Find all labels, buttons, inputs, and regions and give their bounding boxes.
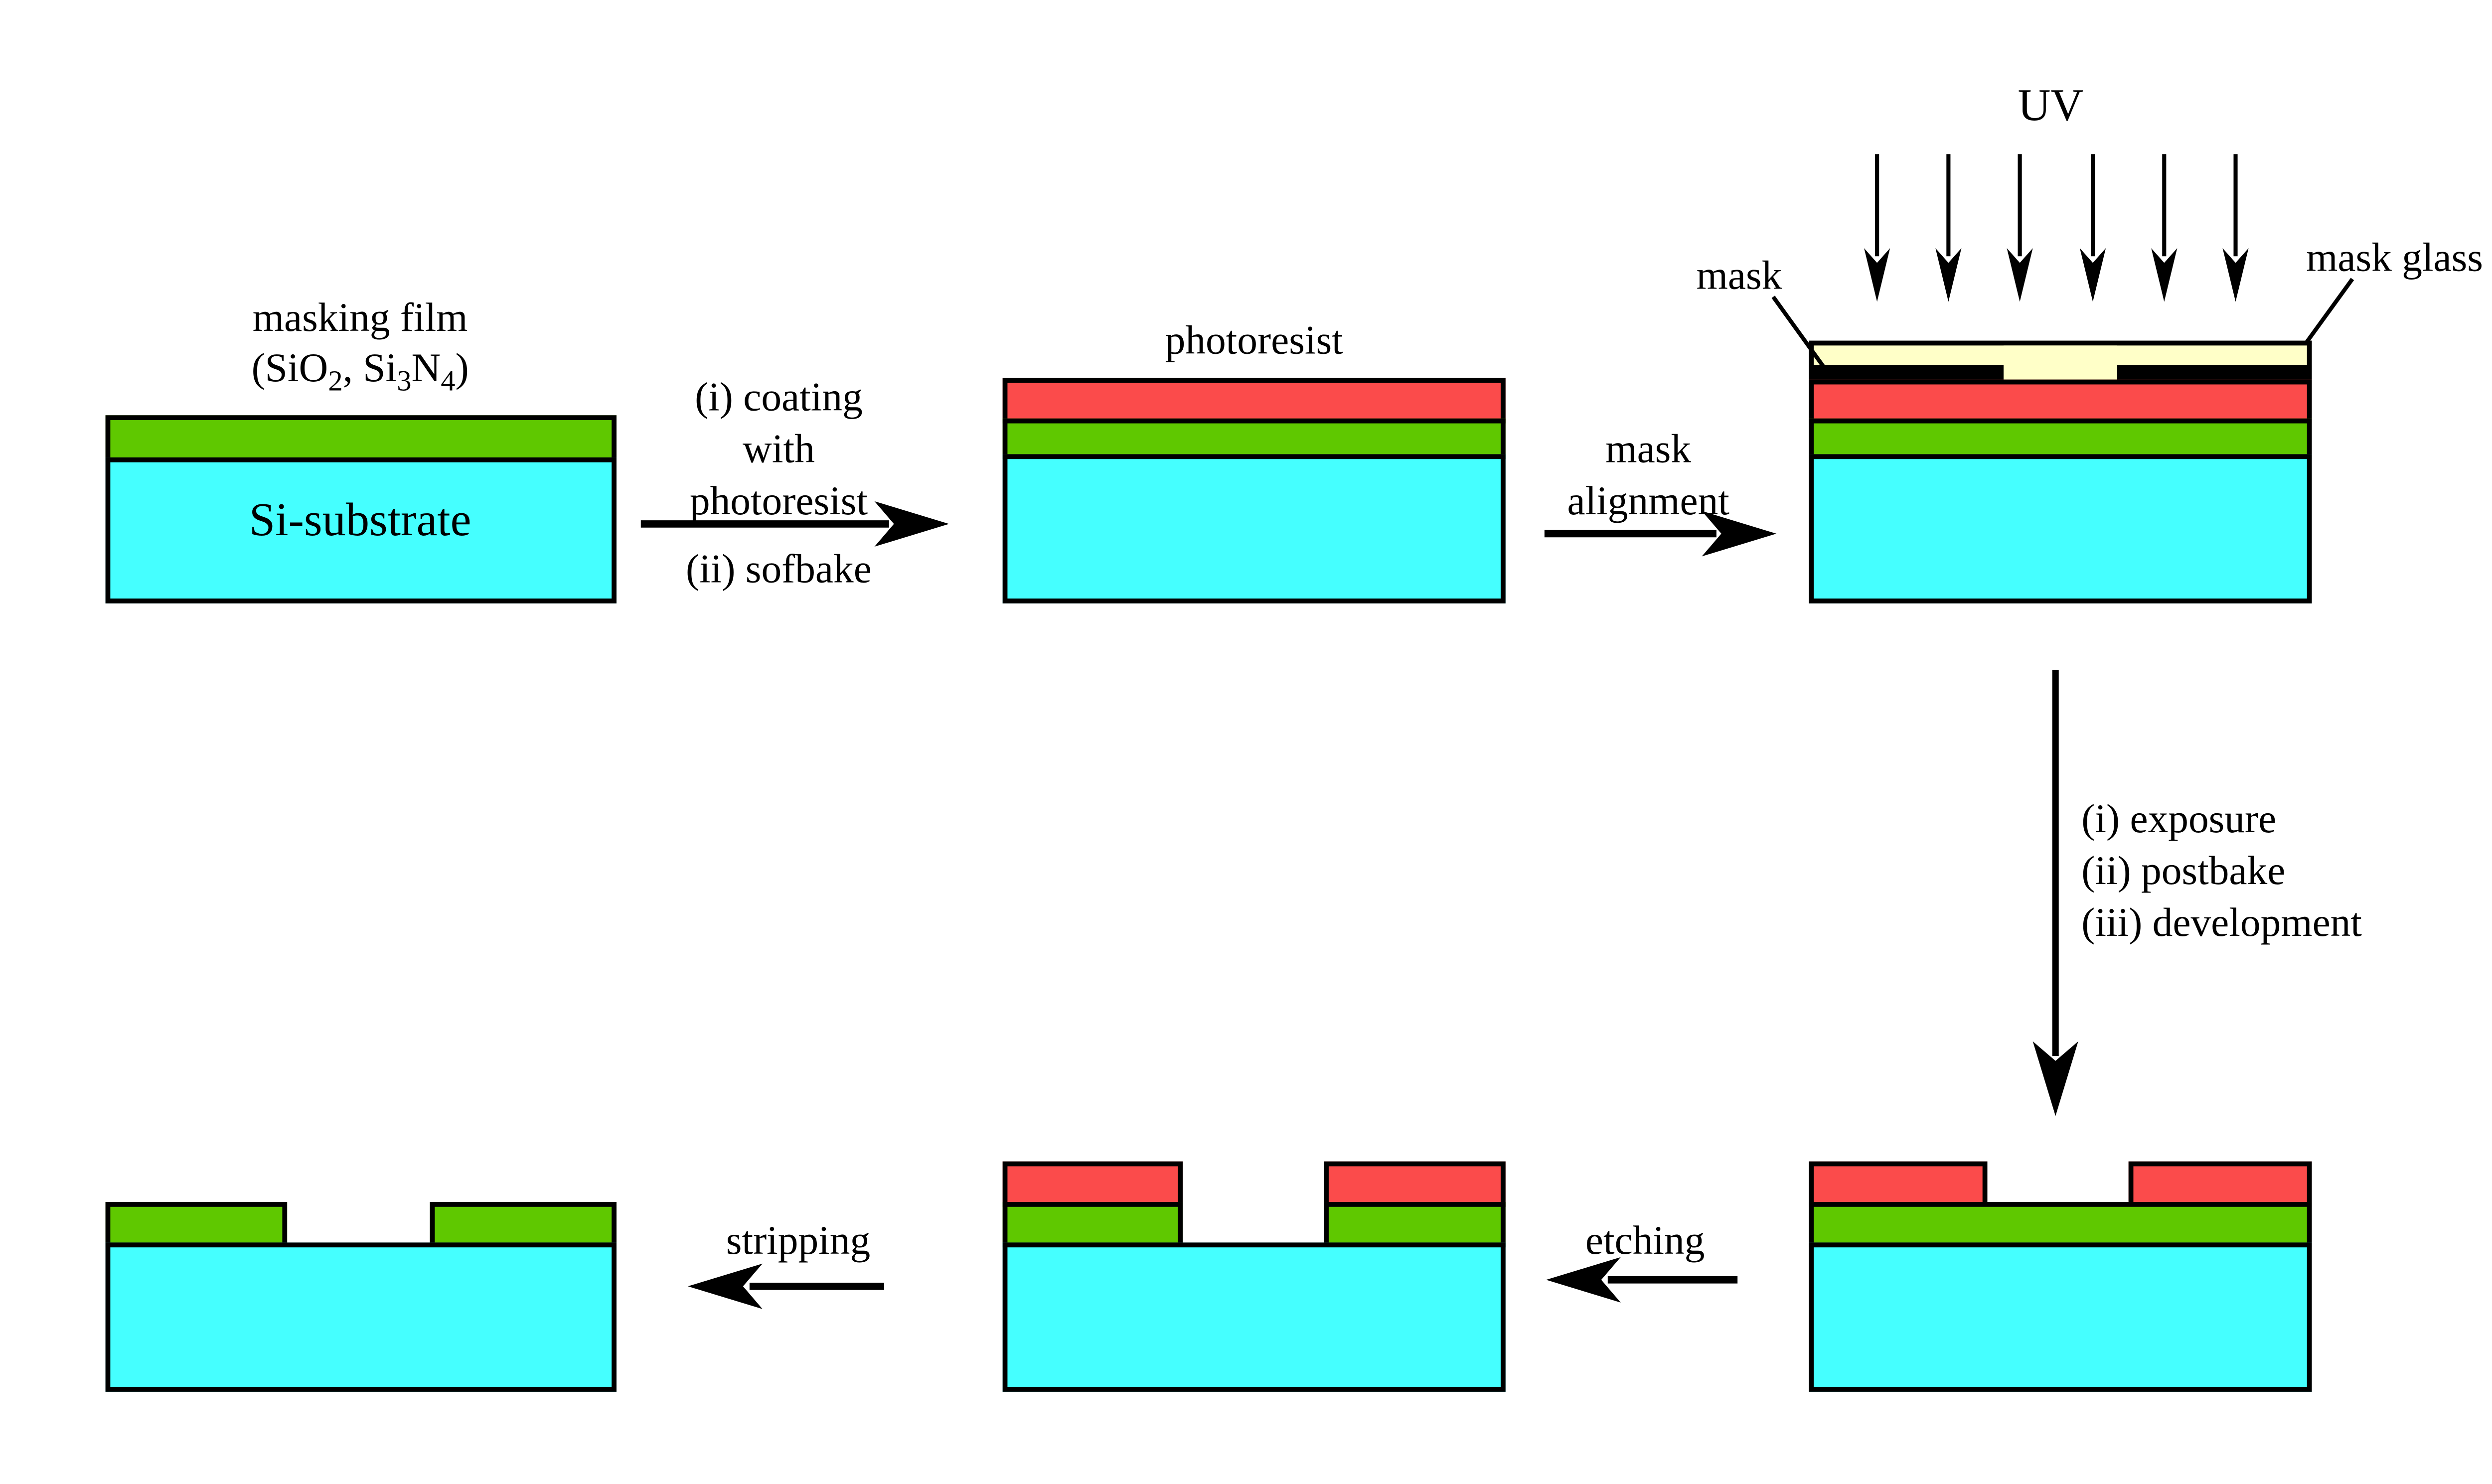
formula-part: (SiO <box>251 347 328 391</box>
substrate-layer-step3 <box>1809 454 2312 603</box>
uv-arrow-head <box>2080 248 2106 302</box>
formula-part: N <box>411 347 441 391</box>
substrate-layer-step5 <box>1002 1242 1506 1392</box>
photoresist-right-step4 <box>2128 1161 2312 1207</box>
formula-subscript: 2 <box>328 364 343 397</box>
mask-alignment-label-line1: mask <box>1605 428 1692 472</box>
coating-label-line1: (i) coating <box>695 376 863 421</box>
mask-label: mask <box>1696 255 1782 298</box>
si-substrate-label: Si-substrate <box>249 494 471 547</box>
substrate-layer-step1 <box>105 457 617 603</box>
sofbake-label: (ii) sofbake <box>686 548 872 593</box>
formula-part: ) <box>455 347 469 391</box>
exposure-line2: (ii) postbake <box>2081 850 2286 894</box>
exposure-arrow-head <box>2032 1041 2078 1116</box>
uv-arrow-head <box>2007 248 2033 302</box>
mask-glass-label: mask glass <box>2306 237 2483 281</box>
masking-film-formula: (SiO2, Si3N4) <box>252 347 469 398</box>
uv-arrows <box>1864 154 2249 302</box>
exposure-line3: (iii) development <box>2081 901 2362 946</box>
stripping-arrow-head <box>688 1263 763 1309</box>
formula-subscript: 3 <box>397 364 412 397</box>
substrate-layer-step2 <box>1002 454 1506 603</box>
masking-film-left-step6 <box>105 1202 288 1248</box>
exposure-steps-label: (i) exposure (ii) postbake (iii) develop… <box>2081 795 2362 950</box>
stripping-label: stripping <box>726 1219 871 1264</box>
mask-glass-leader-line <box>2304 278 2354 345</box>
photoresist-right-step5 <box>1324 1161 1506 1207</box>
exposure-line1: (i) exposure <box>2081 798 2277 842</box>
masking-film-label: masking film <box>252 297 468 341</box>
photoresist-left-step4 <box>1809 1161 1988 1207</box>
etching-label: etching <box>1585 1219 1705 1264</box>
mask-leader-line <box>1771 296 1834 379</box>
coating-label-line3: photoresist <box>689 480 868 524</box>
uv-arrow-head <box>2222 248 2249 302</box>
uv-label: UV <box>2018 81 2084 132</box>
coating-label-line2: with <box>743 428 815 472</box>
formula-part: , Si <box>342 347 397 391</box>
uv-arrow-head <box>1864 248 1890 302</box>
mask-alignment-arrow-head <box>1702 511 1777 557</box>
mask-alignment-label-line2: alignment <box>1567 480 1729 524</box>
formula-subscript: 4 <box>441 364 456 397</box>
coating-arrow-head <box>874 501 949 547</box>
masking-film-left-step5 <box>1002 1202 1183 1248</box>
substrate-layer-step4 <box>1809 1242 2312 1392</box>
uv-arrow-head <box>2151 248 2178 302</box>
photoresist-label: photoresist <box>1165 319 1343 364</box>
etching-arrow-head <box>1546 1257 1621 1303</box>
uv-arrow-head <box>1935 248 1962 302</box>
substrate-layer-step6 <box>105 1242 617 1392</box>
mask-opening-step3 <box>2004 345 2117 380</box>
